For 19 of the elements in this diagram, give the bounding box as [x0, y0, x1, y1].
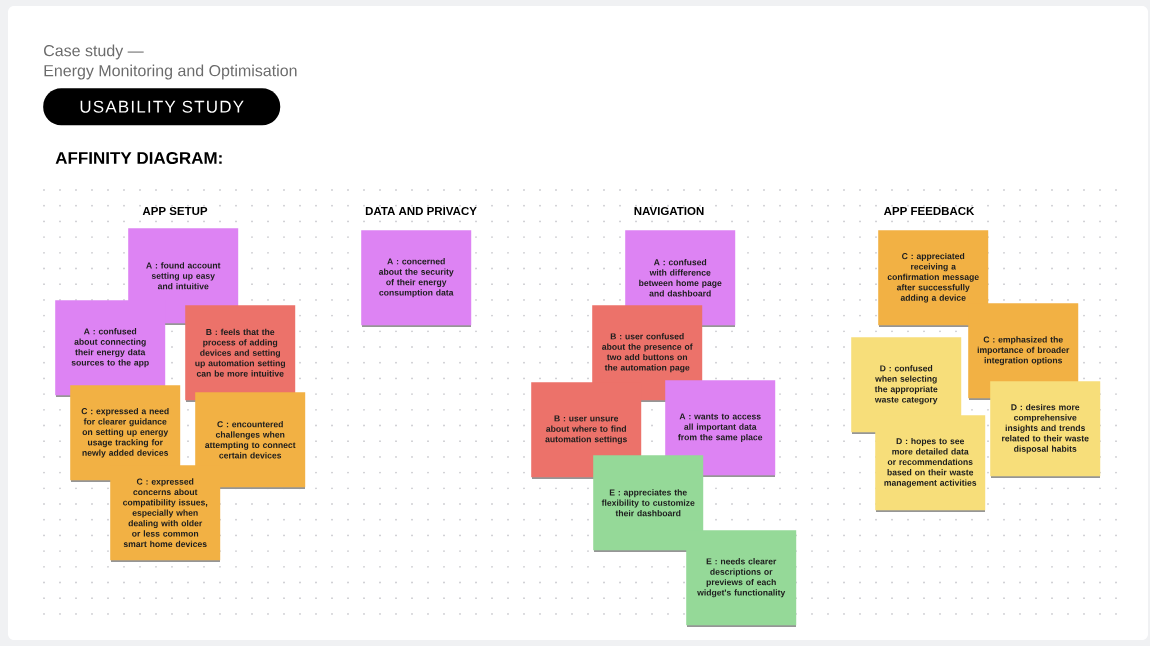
sticky-note: A : confused about connecting their energy data sources to the app — [55, 300, 166, 397]
title-pill: USABILITY STUDY — [43, 88, 281, 126]
column-heading: NAVIGATION — [634, 206, 704, 216]
sticky-note: E : needs clearer descriptions or previews of each widget's functionality — [686, 530, 797, 627]
column-heading: APP FEEDBACK — [883, 206, 975, 216]
sticky-note: A : wants to access all important data from the same place — [665, 380, 776, 477]
sticky-note: B : feels that the process of adding devices and setting up automation setting can be more intuitive — [185, 305, 296, 402]
section-heading: AFFINITY DIAGRAM: — [55, 152, 222, 165]
sticky-note: C : expressed concerns about compatibility issues, especially when dealing with older or less common smart home devices — [110, 465, 221, 562]
sticky-note: D : hopes to see more detailed data or recommendations based on their waste management activities — [875, 415, 986, 512]
sticky-note: C : appreciated receiving a confirmation message after successfully adding a device — [878, 230, 989, 327]
sticky-note: A : concerned about the security of their energy consumption data — [361, 230, 472, 327]
sticky-note: D : desires more comprehensive insights and trends related to their waste disposal habits — [990, 381, 1101, 478]
sticky-note: E : appreciates the flexibility to customize their dashboard — [593, 455, 704, 552]
column-heading: APP SETUP — [142, 206, 208, 216]
sticky-note: C : encountered challenges when attempting to connect certain devices — [195, 392, 306, 489]
sticky-note: B : user unsure about where to find automation settings — [531, 382, 642, 479]
column-heading: DATA AND PRIVACY — [365, 206, 477, 216]
title: Case study — — [44, 44, 144, 60]
